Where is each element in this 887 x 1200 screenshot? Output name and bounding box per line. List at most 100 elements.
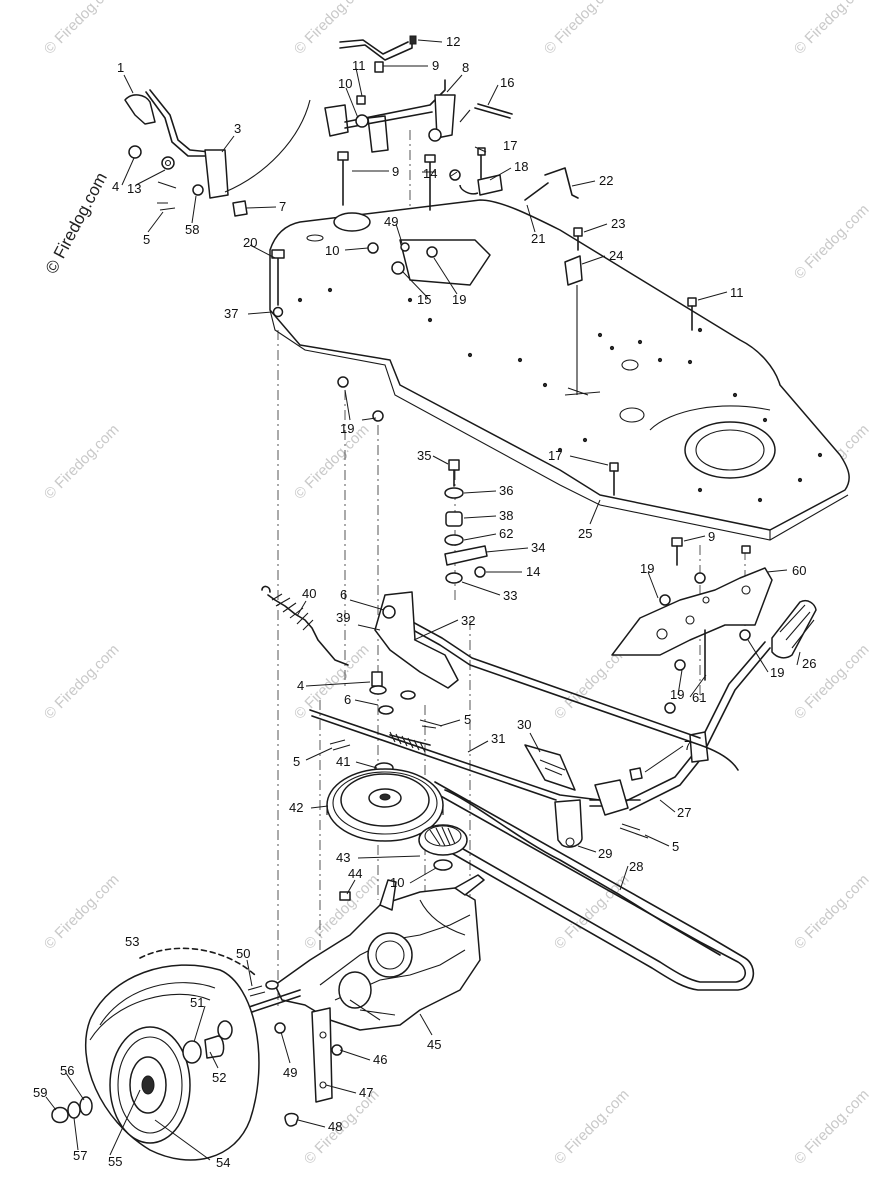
leader-lines <box>45 39 801 1161</box>
callout-20: 20 <box>243 235 257 250</box>
callout-19: 19 <box>640 561 654 576</box>
idler-stack <box>444 459 619 584</box>
callout-37: 37 <box>224 306 238 321</box>
callout-43: 43 <box>336 850 350 865</box>
drive-belt <box>419 781 755 991</box>
watermark-tile: © Firedog.com <box>41 641 123 723</box>
callout-26: 26 <box>802 656 816 671</box>
callout-9: 9 <box>708 529 715 544</box>
callout-60: 60 <box>792 563 806 578</box>
watermark-tile: © Firedog.com <box>541 0 623 58</box>
callout-12: 12 <box>446 34 460 49</box>
callout-4: 4 <box>297 678 304 693</box>
watermark-tile: © Firedog.com <box>791 871 873 953</box>
callout-11: 11 <box>352 58 366 73</box>
callout-27: 27 <box>677 805 691 820</box>
callout-55: 55 <box>108 1154 122 1169</box>
callout-52: 52 <box>212 1070 226 1085</box>
transaxle <box>239 874 485 1127</box>
callout-48: 48 <box>328 1119 342 1134</box>
callout-25: 25 <box>578 526 592 541</box>
callout-5: 5 <box>143 232 150 247</box>
callout-30: 30 <box>517 717 531 732</box>
brake-bracket <box>611 537 773 714</box>
lift-lever-assembly <box>124 89 311 217</box>
callout-47: 47 <box>359 1085 373 1100</box>
callout-35: 35 <box>417 448 431 463</box>
watermark-tile: © Firedog.com <box>41 421 123 503</box>
callout-33: 33 <box>503 588 517 603</box>
callout-45: 45 <box>427 1037 441 1052</box>
callout-56: 56 <box>60 1063 74 1078</box>
callout-46: 46 <box>373 1052 387 1067</box>
callout-49: 49 <box>384 214 398 229</box>
callout-22: 22 <box>599 173 613 188</box>
plate-hardware <box>271 242 697 422</box>
callout-28: 28 <box>629 859 643 874</box>
callout-13: 13 <box>127 181 141 196</box>
watermark-main: © Firedog.com <box>42 169 111 277</box>
chassis-plate <box>269 199 850 541</box>
callout-40: 40 <box>302 586 316 601</box>
watermark-tile: © Firedog.com <box>791 201 873 283</box>
callout-38: 38 <box>499 508 513 523</box>
callout-57: 57 <box>73 1148 87 1163</box>
watermark-tile: © Firedog.com <box>791 1086 873 1168</box>
callout-17: 17 <box>548 448 562 463</box>
watermark-tile: © Firedog.com <box>41 0 123 58</box>
callout-10: 10 <box>338 76 352 91</box>
callout-19: 19 <box>452 292 466 307</box>
pedal-shaft <box>554 599 817 848</box>
callout-58: 58 <box>185 222 199 237</box>
callout-21: 21 <box>531 231 545 246</box>
callout-9: 9 <box>432 58 439 73</box>
callout-24: 24 <box>609 248 623 263</box>
callout-4: 4 <box>112 179 119 194</box>
callout-31: 31 <box>491 731 505 746</box>
watermark-tile: © Firedog.com <box>551 871 633 953</box>
callout-7: 7 <box>279 199 286 214</box>
callout-10: 10 <box>325 243 339 258</box>
callout-59: 59 <box>33 1085 47 1100</box>
callout-62: 62 <box>499 526 513 541</box>
deck-lift-top <box>324 35 513 211</box>
callout-53: 53 <box>125 934 139 949</box>
wheel-assembly <box>51 947 260 1161</box>
callout-34: 34 <box>531 540 545 555</box>
callout-50: 50 <box>236 946 250 961</box>
callout-54: 54 <box>216 1155 230 1170</box>
callout-51: 51 <box>190 995 204 1010</box>
callout-23: 23 <box>611 216 625 231</box>
callout-19: 19 <box>340 421 354 436</box>
callout-36: 36 <box>499 483 513 498</box>
watermark-tile: © Firedog.com <box>791 0 873 58</box>
callout-18: 18 <box>514 159 528 174</box>
callout-3: 3 <box>234 121 241 136</box>
callout-10: 10 <box>390 875 404 890</box>
callout-61: 61 <box>692 690 706 705</box>
callout-6: 6 <box>340 587 347 602</box>
callout-labels: 1 3 4 13 5 58 7 12 11 9 8 10 16 17 9 14 … <box>33 34 816 1170</box>
callout-49: 49 <box>283 1065 297 1080</box>
callout-7: 7 <box>684 738 691 753</box>
callout-39: 39 <box>336 610 350 625</box>
watermark-tile: © Firedog.com <box>41 871 123 953</box>
watermark-tile: © Firedog.com <box>291 0 373 58</box>
springs-rods <box>261 585 739 801</box>
callout-17: 17 <box>503 138 517 153</box>
callout-8: 8 <box>462 60 469 75</box>
callout-32: 32 <box>461 613 475 628</box>
watermark-tile: © Firedog.com <box>791 641 873 723</box>
callout-41: 41 <box>336 754 350 769</box>
callout-19: 19 <box>670 687 684 702</box>
callout-44: 44 <box>348 866 362 881</box>
callout-5: 5 <box>672 839 679 854</box>
callout-19: 19 <box>770 665 784 680</box>
callout-42: 42 <box>289 800 303 815</box>
callout-5: 5 <box>464 712 471 727</box>
callout-14: 14 <box>423 166 437 181</box>
callout-5: 5 <box>293 754 300 769</box>
callout-6: 6 <box>344 692 351 707</box>
watermark-tile: © Firedog.com <box>291 421 373 503</box>
